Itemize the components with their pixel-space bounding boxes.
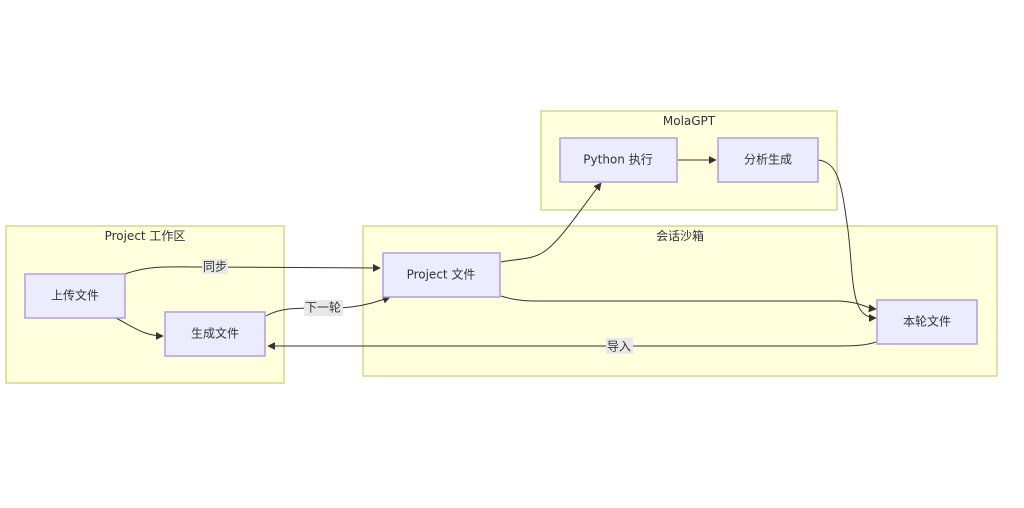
- svg-text:本轮文件: 本轮文件: [903, 314, 951, 329]
- edge-label-import: 导入: [606, 338, 633, 354]
- svg-text:生成文件: 生成文件: [191, 326, 239, 341]
- edge-project-files-to-round-files: [500, 295, 877, 313]
- svg-text:导入: 导入: [607, 340, 631, 354]
- node-upload-file[interactable]: 上传文件: [24, 273, 126, 319]
- node-project-files[interactable]: Project 文件: [382, 252, 501, 298]
- cluster-title-molagpt: MolaGPT: [663, 114, 716, 128]
- svg-text:分析生成: 分析生成: [744, 153, 792, 167]
- svg-text:上传文件: 上传文件: [51, 288, 99, 303]
- node-round-files[interactable]: 本轮文件: [876, 299, 978, 345]
- edge-analyze-to-round-files: [817, 159, 877, 322]
- edge-label-next-round: 下一轮: [304, 300, 343, 316]
- svg-text:同步: 同步: [203, 260, 227, 274]
- node-generated-file[interactable]: 生成文件: [164, 311, 266, 357]
- edge-project-files-to-python: [500, 182, 602, 263]
- edge-label-sync: 同步: [202, 259, 228, 274]
- node-python-exec[interactable]: Python 执行: [559, 137, 678, 183]
- svg-text:下一轮: 下一轮: [305, 301, 341, 315]
- cluster-title-sandbox: 会话沙箱: [656, 228, 704, 243]
- edge-upload-to-generated: [115, 317, 164, 340]
- edge-upload-to-project-files: [124, 263, 381, 275]
- svg-text:Python 执行: Python 执行: [583, 153, 652, 167]
- node-analyze-generate[interactable]: 分析生成: [717, 137, 819, 183]
- svg-text:Project 文件: Project 文件: [407, 267, 476, 282]
- edge-round-files-to-generated: [267, 341, 877, 350]
- cluster-title-workspace: Project 工作区: [105, 229, 186, 243]
